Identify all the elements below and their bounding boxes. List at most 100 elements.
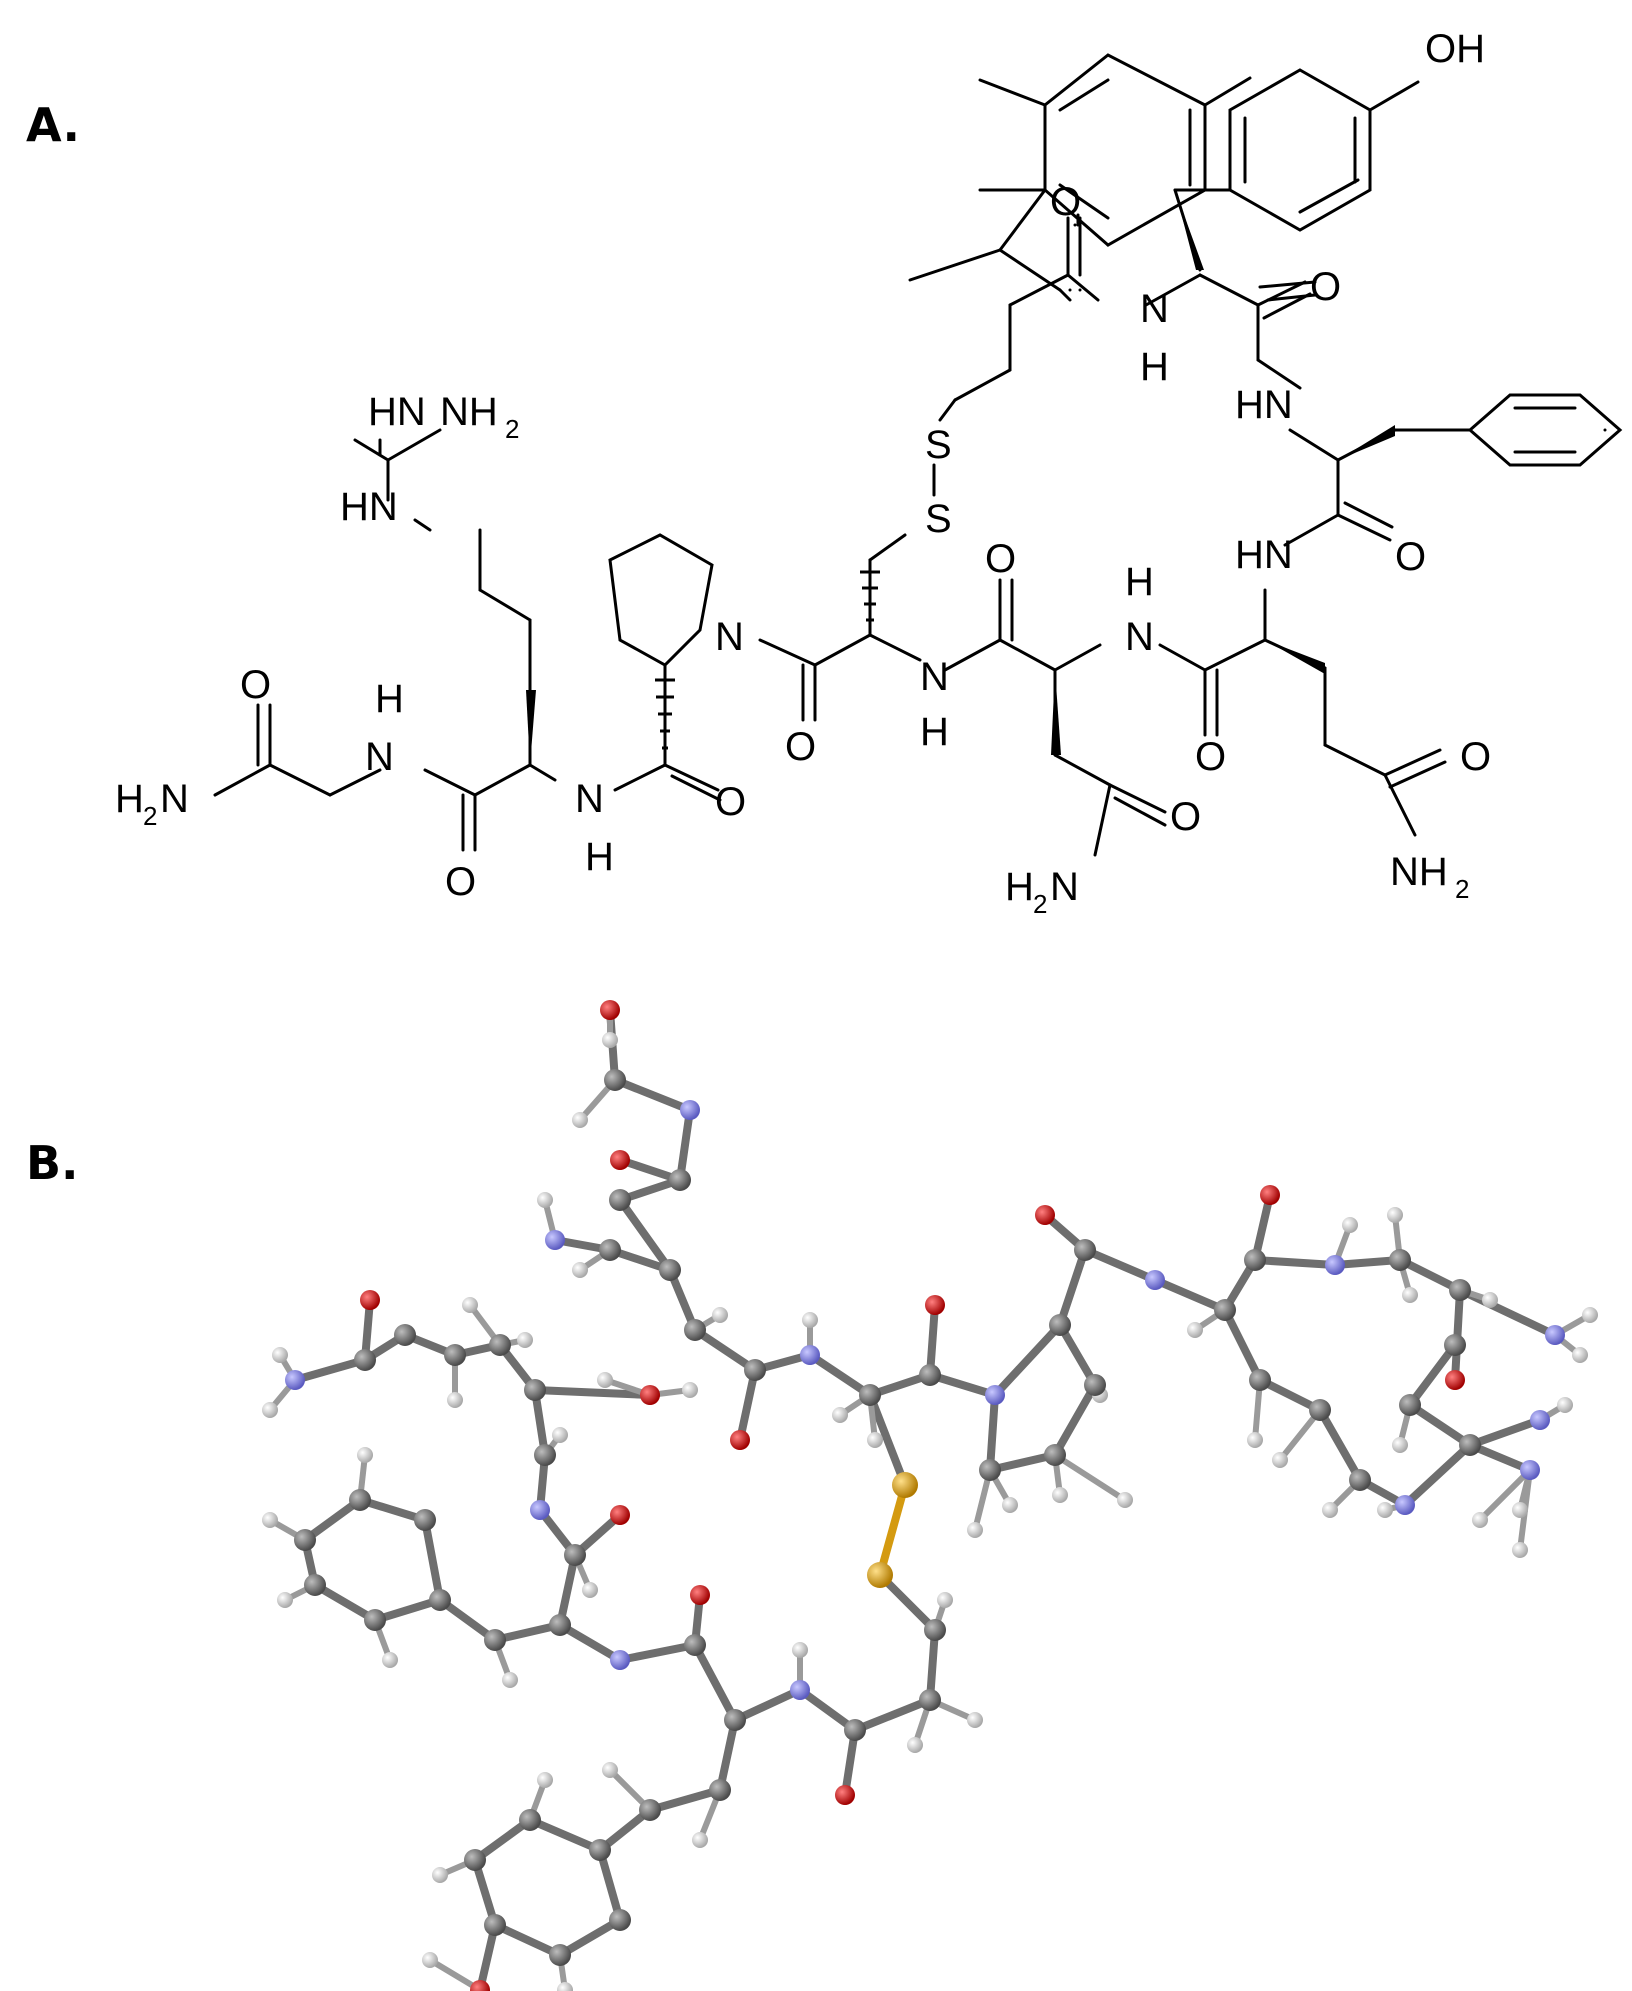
hydrogen-atom — [1582, 1307, 1598, 1323]
oxygen-atom — [610, 1150, 630, 1170]
subscript-two: 2 — [143, 801, 157, 831]
hydrogen-atom — [422, 1952, 438, 1968]
carbon-atom — [589, 1839, 611, 1861]
model-bond — [1466, 1416, 1544, 1449]
hydrogen-atom — [537, 1192, 553, 1208]
sulfur-label: S — [925, 423, 952, 467]
model-bond — [876, 1571, 939, 1634]
model-bond — [491, 1921, 564, 1959]
oxygen-label: O — [1395, 535, 1426, 579]
atom-labels: OH O O N H HN S S HN O O H N N N H O O O… — [115, 27, 1491, 919]
oxygen-label: O — [1050, 180, 1081, 224]
model-bond — [531, 1386, 654, 1399]
hydrogen-atom — [1572, 1347, 1588, 1363]
model-bond — [1332, 1222, 1353, 1268]
carbon-atom — [354, 1349, 376, 1371]
carbon-atom — [979, 1459, 1001, 1481]
hydrogen-atom — [572, 1112, 588, 1128]
amine-n-label: N — [1050, 865, 1079, 909]
carbon-atom — [919, 1689, 941, 1711]
model-bond — [471, 1816, 534, 1864]
sulfur-label: S — [925, 497, 952, 541]
model-bond — [1392, 1212, 1403, 1263]
hydrogen-atom — [462, 1297, 478, 1313]
hydrogen-atom — [802, 1312, 818, 1328]
model-bond — [372, 1617, 393, 1663]
carbon-atom — [1044, 1444, 1066, 1466]
model-atoms — [262, 1000, 1598, 1991]
model-bond — [451, 1341, 504, 1359]
model-bond — [986, 1391, 999, 1474]
nitrogen-label: N — [715, 615, 744, 659]
hydrogen-atom — [682, 1382, 698, 1398]
hydrogen-atom — [572, 1262, 588, 1278]
model-bond — [1051, 1381, 1099, 1459]
model-bond — [1052, 1452, 1063, 1498]
model-bond — [531, 1386, 549, 1459]
hydrogen-atom — [272, 1347, 288, 1363]
amine-nh-label: HN — [340, 485, 398, 529]
hydrogen-atom — [447, 1392, 463, 1408]
oxygen-label: O — [1460, 735, 1491, 779]
model-bond — [311, 1581, 379, 1624]
model-bond — [987, 1467, 1013, 1508]
model-bond — [692, 1312, 723, 1333]
oxygen-label: O — [985, 537, 1016, 581]
carbon-atom — [564, 1544, 586, 1566]
hydrogen-atom — [597, 1372, 613, 1388]
model-bond — [697, 1787, 723, 1843]
model-bond — [1256, 1376, 1324, 1414]
carbon-atom — [364, 1609, 386, 1631]
model-bond — [876, 1481, 909, 1579]
carbon-atom — [1084, 1374, 1106, 1396]
nitrogen-label: N — [1140, 287, 1169, 331]
model-bond — [926, 1301, 939, 1379]
model-bond — [1406, 1401, 1474, 1449]
amide-nh-label: HN — [1235, 383, 1293, 427]
model-bond — [1092, 1382, 1103, 1398]
model-bond — [361, 1331, 409, 1364]
panel-a-label: A. — [26, 98, 80, 152]
model-bond — [357, 1452, 368, 1503]
skeletal-structure-diagram: OH O O N H HN S S HN O O H N N N H O O O… — [115, 27, 1623, 919]
model-bond — [646, 1786, 724, 1814]
hydrogen-atom — [602, 1032, 618, 1048]
model-bond — [616, 1156, 684, 1184]
model-bond — [571, 1511, 624, 1559]
model-bond — [1456, 1286, 1559, 1339]
hydrogen-atom — [1402, 1287, 1418, 1303]
model-bond — [866, 1391, 909, 1489]
model-bond — [1517, 1467, 1533, 1513]
carbon-atom — [444, 1344, 466, 1366]
model-bond — [1192, 1307, 1228, 1333]
model-bond — [751, 1351, 814, 1374]
subscript-two: 2 — [505, 414, 519, 444]
hydrogen-atom — [357, 1447, 373, 1463]
carbon-atom — [1309, 1399, 1331, 1421]
model-bond — [1056, 1321, 1099, 1389]
model-bond — [556, 1916, 624, 1959]
model-bond — [606, 1246, 674, 1274]
nitrogen-atom — [1395, 1495, 1415, 1515]
hydrogen-atom — [967, 1522, 983, 1538]
carbon-atom — [684, 1319, 706, 1341]
model-bond — [1277, 1407, 1323, 1463]
nitrogen-atom — [285, 1370, 305, 1390]
model-bond — [927, 1697, 978, 1723]
carbon-atom — [744, 1359, 766, 1381]
hydrogen-atom — [552, 1427, 568, 1443]
model-bond — [676, 1106, 694, 1184]
nitrogen-atom — [1530, 1410, 1550, 1430]
amine-nh-label: NH — [440, 390, 498, 434]
model-bond — [1251, 1191, 1274, 1264]
hydrogen-atom — [277, 1592, 293, 1608]
hydrogen-atom — [792, 1642, 808, 1658]
model-bond — [1081, 1246, 1159, 1284]
carbon-atom — [464, 1849, 486, 1871]
model-bond — [607, 1767, 653, 1813]
hydrogen-atom — [517, 1332, 533, 1348]
nitrogen-atom — [1520, 1460, 1540, 1480]
carbon-atom — [549, 1614, 571, 1636]
sulfur-atom — [892, 1472, 918, 1498]
model-bond — [577, 1077, 618, 1123]
